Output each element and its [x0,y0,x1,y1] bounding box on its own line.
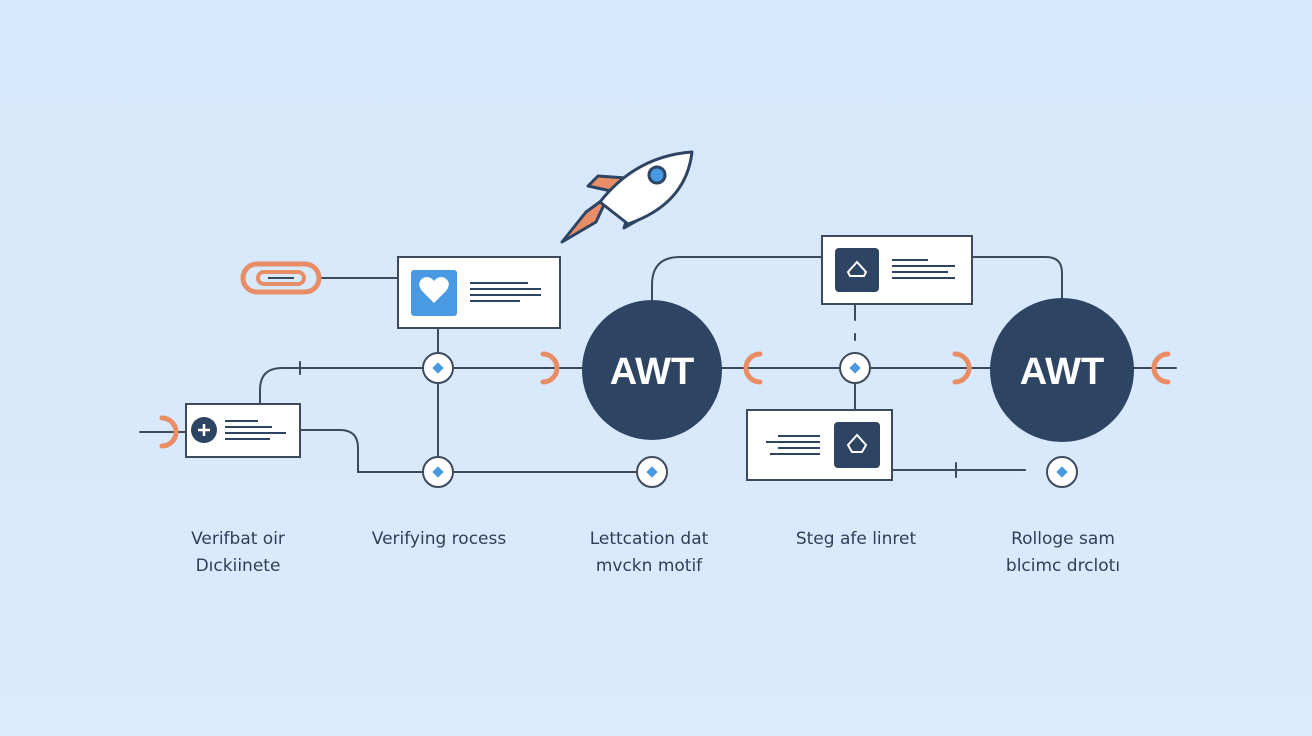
caption-5: Rolloge sam blcimc drclotı [963,526,1163,580]
c-connector-icon [159,415,179,449]
shape-icon [846,260,868,277]
hub-awt-1: AWT [582,300,722,440]
plus-icon [198,424,210,436]
heart-card [397,256,561,329]
link-icon [240,261,322,295]
caption-line: blcimc drclotı [1005,556,1121,576]
caption-1: Verifbat oir Dıckiinete [138,526,338,580]
caption-line: Lettcation dat [589,529,709,549]
junction-node [422,456,454,488]
c-connector-icon [1151,351,1171,385]
c-connectors [159,351,1171,449]
junction-node [636,456,668,488]
caption-line: Steg afe linret [795,529,917,549]
caption-line: mvckn motif [595,556,703,576]
heart-icon [419,277,449,303]
junction-node [839,352,871,384]
hub-label: AWT [610,351,694,393]
rocket-icon [560,150,694,244]
c-connector-icon [540,351,560,385]
caption-line: Verifbat oir [191,529,285,549]
junction-nodes [422,352,1078,488]
shape-card-bottom [746,409,893,481]
hub-awt-2: AWT [990,298,1134,442]
caption-line: Verifying rocess [371,529,507,549]
junction-node [1046,456,1078,488]
caption-2: Verifying rocess [339,526,539,553]
caption-line: Rolloge sam [1011,529,1115,549]
c-connector-icon [952,351,972,385]
junction-node [422,352,454,384]
caption-4: Steg afe linret [756,526,956,553]
shape-icon [846,433,868,453]
caption-3: Lettcation dat mvckn motif [549,526,749,580]
hub-label: AWT [1020,351,1104,393]
caption-line: Dıckiinete [195,556,281,576]
plus-card [185,403,301,458]
c-connector-icon [743,351,763,385]
shape-card-top [821,235,973,305]
